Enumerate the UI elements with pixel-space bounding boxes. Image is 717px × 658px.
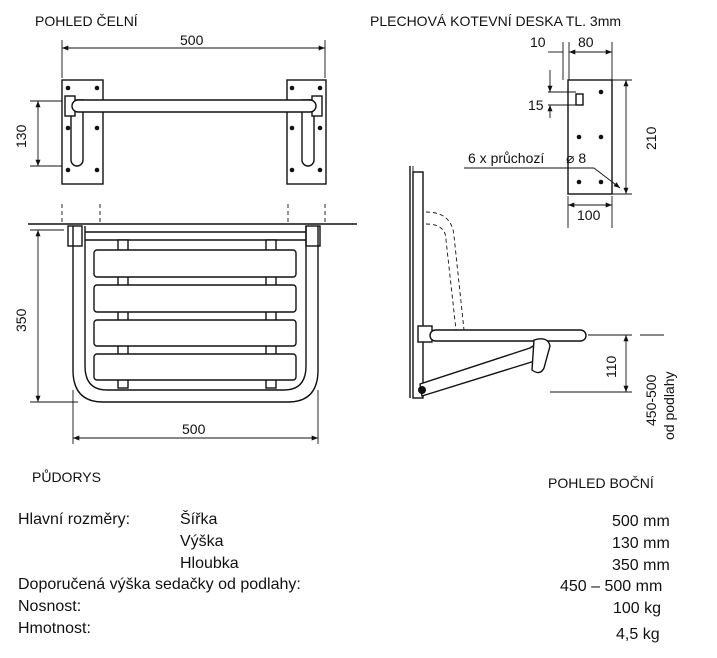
side-view-title: POHLED BOČNÍ: [548, 475, 654, 491]
plate-slot-dimension: 15: [528, 97, 544, 113]
plate-hole-diameter: ⌀ 8: [566, 150, 586, 166]
side-floor-height: 450-500: [643, 374, 659, 426]
front-view-title: POHLED ČELNÍ: [35, 13, 138, 29]
plan-slat: [93, 353, 297, 381]
front-width-dimension: 500: [180, 32, 204, 48]
plan-frame: [72, 226, 319, 403]
side-support-strut: [419, 342, 546, 397]
front-top-tube: [71, 99, 317, 113]
front-view: 500 130: [13, 32, 327, 185]
plate-detail: 10 80 15 210 6 x průchozí ⌀ 8 100: [464, 34, 659, 228]
plate-offset-dimension: 10: [530, 34, 546, 50]
plate-height-dimension: 210: [643, 126, 659, 150]
plate-view-title: PLECHOVÁ KOTEVNÍ DESKA TL. 3mm: [370, 13, 621, 29]
plate-width-dimension: 80: [578, 34, 594, 50]
plan-width-dimension: 500: [182, 421, 206, 437]
plan-view: 350 500: [13, 204, 357, 444]
front-right-leg: [301, 99, 315, 167]
side-seat-tube: [429, 329, 587, 342]
front-height-dimension: 130: [13, 124, 29, 148]
plan-depth-dimension: 350: [13, 308, 29, 332]
anchor-plate: [567, 79, 613, 195]
side-height-dimension: 110: [603, 355, 619, 378]
side-view: 110 450-500 od podlahy: [409, 166, 677, 440]
plate-hole-spacing-dimension: 100: [577, 207, 601, 223]
side-floor-note: od podlahy: [661, 371, 677, 440]
plan-view-title: PŮDORYS: [32, 468, 101, 485]
plan-slat: [93, 284, 297, 313]
plan-slat: [93, 249, 297, 278]
plan-slat: [93, 319, 297, 347]
anchor-plate-slot: [575, 93, 584, 106]
plate-holes-label: 6 x průchozí: [468, 150, 544, 166]
